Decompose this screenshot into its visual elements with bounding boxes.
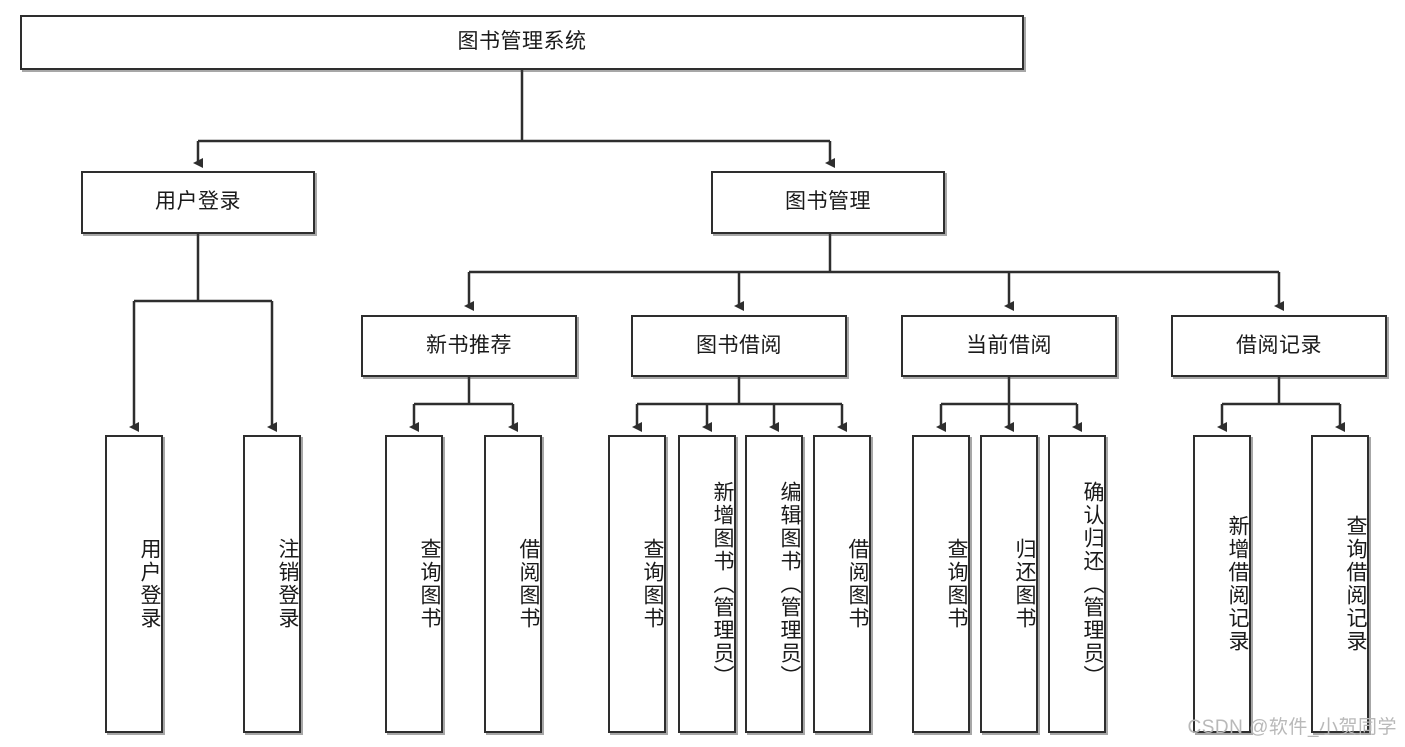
node-label: 编辑图书（管理员） — [778, 480, 801, 688]
node-new-book-recommend[interactable]: 新书推荐 — [361, 315, 577, 377]
node-root-book-management-system[interactable]: 图书管理系统 — [20, 15, 1024, 70]
leaf-current-return-book[interactable]: 归还图书 — [980, 435, 1038, 733]
node-label: 查询图书 — [418, 538, 441, 630]
node-label: 借阅图书 — [846, 538, 869, 630]
watermark: CSDN @软件_小贺同学 — [1187, 717, 1397, 738]
leaf-borrow-add-book-admin[interactable]: 新增图书（管理员） — [678, 435, 736, 733]
leaf-borrow-query-book[interactable]: 查询图书 — [608, 435, 666, 733]
node-label: 借阅图书 — [517, 538, 540, 630]
leaf-current-confirm-return-admin[interactable]: 确认归还（管理员） — [1048, 435, 1106, 733]
node-label: 查询图书 — [641, 538, 664, 630]
node-user-login[interactable]: 用户登录 — [81, 171, 315, 234]
node-label: 当前借阅 — [966, 333, 1052, 357]
leaf-record-add-record[interactable]: 新增借阅记录 — [1193, 435, 1251, 733]
node-label: 用户登录 — [155, 190, 241, 214]
leaf-user-login-logout[interactable]: 注销登录 — [243, 435, 301, 733]
leaf-borrow-borrow-book[interactable]: 借阅图书 — [813, 435, 871, 733]
node-label: 图书管理 — [785, 190, 871, 214]
node-borrow-record[interactable]: 借阅记录 — [1171, 315, 1387, 377]
node-label: 图书管理系统 — [457, 30, 587, 54]
leaf-recommend-query-book[interactable]: 查询图书 — [385, 435, 443, 733]
node-label: 图书借阅 — [696, 333, 782, 357]
leaf-borrow-edit-book-admin[interactable]: 编辑图书（管理员） — [745, 435, 803, 733]
leaf-current-query-book[interactable]: 查询图书 — [912, 435, 970, 733]
leaf-record-query-record[interactable]: 查询借阅记录 — [1311, 435, 1369, 733]
node-label: 查询图书 — [945, 538, 968, 630]
node-label: 新增图书（管理员） — [711, 480, 734, 688]
node-current-borrow[interactable]: 当前借阅 — [901, 315, 1117, 377]
node-label: 确认归还（管理员） — [1081, 480, 1104, 688]
node-label: 借阅记录 — [1236, 333, 1322, 357]
node-label: 新增借阅记录 — [1226, 515, 1249, 653]
node-label: 新书推荐 — [426, 333, 512, 357]
node-label: 用户登录 — [138, 538, 161, 630]
node-label: 查询借阅记录 — [1344, 515, 1367, 653]
leaf-user-login-login[interactable]: 用户登录 — [105, 435, 163, 733]
node-label: 归还图书 — [1013, 538, 1036, 630]
node-book-borrow[interactable]: 图书借阅 — [631, 315, 847, 377]
leaf-recommend-borrow-book[interactable]: 借阅图书 — [484, 435, 542, 733]
node-label: 注销登录 — [276, 538, 299, 630]
node-book-management[interactable]: 图书管理 — [711, 171, 945, 234]
